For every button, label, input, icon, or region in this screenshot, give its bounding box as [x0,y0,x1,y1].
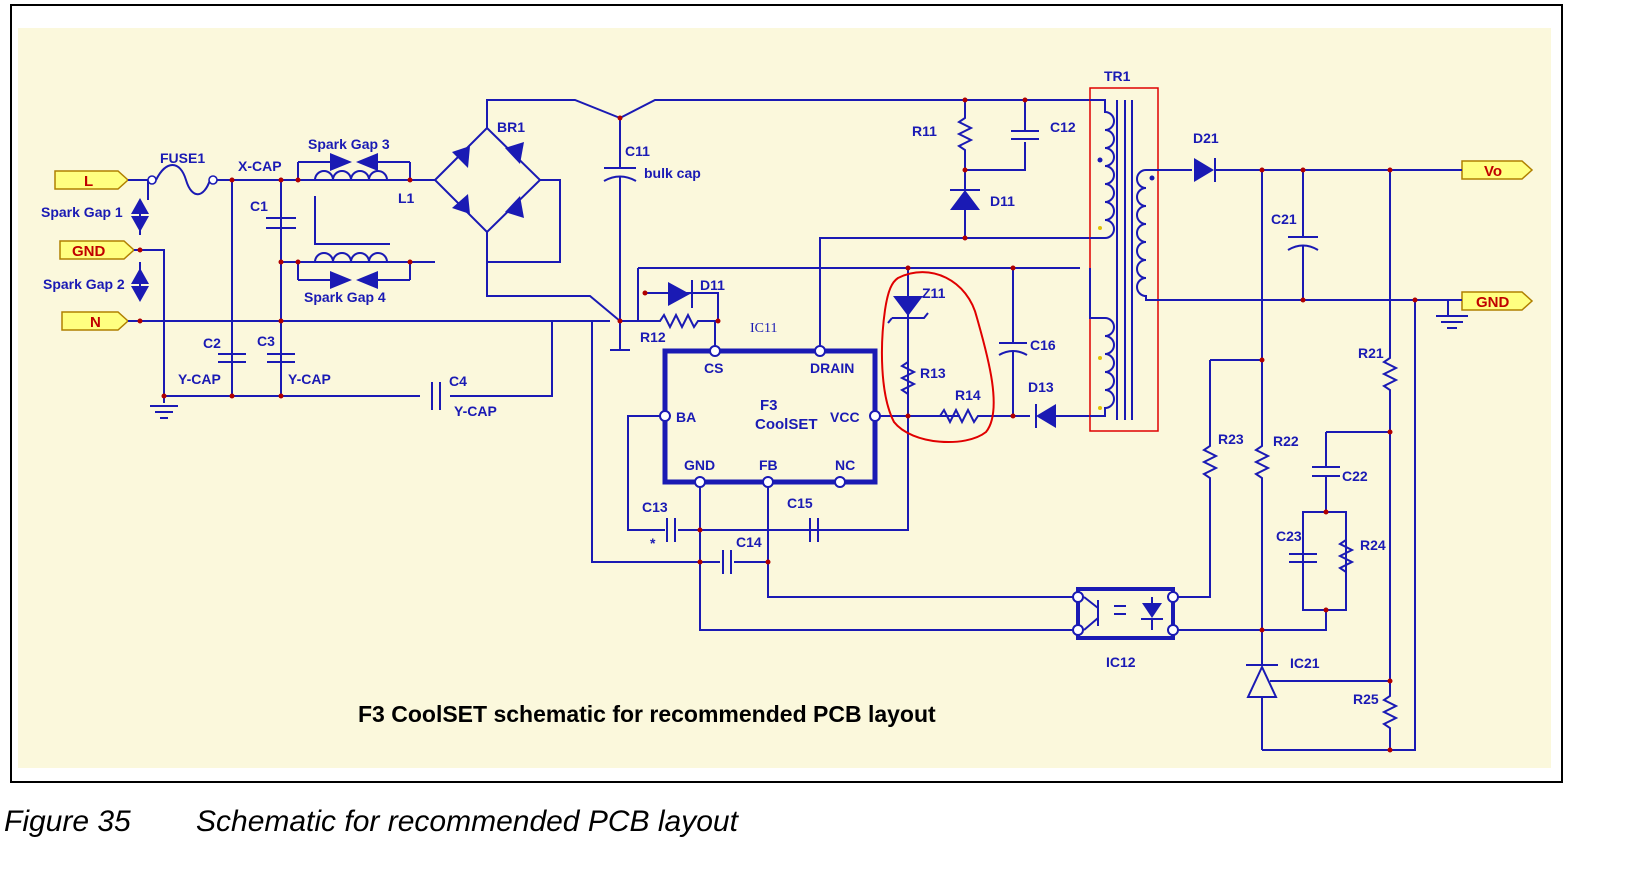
d21-label: D21 [1193,130,1219,146]
svg-text:GND: GND [72,243,106,260]
r14-label: R14 [955,387,981,403]
schematic-background [18,28,1551,768]
figure-caption-text: Schematic for recommended PCB layout [196,805,738,838]
capacitor-c15 [809,518,819,542]
c13-label: C13 [642,499,668,515]
capacitor-c2 [218,353,246,363]
r21-label: R21 [1358,345,1384,361]
c12-label: C12 [1050,119,1076,135]
d13-label: D13 [1028,379,1054,395]
br1-label: BR1 [497,119,525,135]
vcc-supply [887,268,1090,428]
xcap-label: X-CAP [238,158,282,174]
spark-gap-3-label: Spark Gap 3 [308,136,390,152]
ic-coolset [659,237,1090,488]
r24-label: R24 [1360,537,1386,553]
bulk-cap-label: bulk cap [644,165,701,181]
c21-label: C21 [1271,211,1297,227]
spark-gap-4 [297,262,411,289]
capacitor-c4 [431,382,441,410]
asterisk-label: * [650,535,656,551]
ic-name-line1: F3 [760,397,778,414]
pin-ba: BA [676,409,696,425]
spark-gap-1-label: Spark Gap 1 [41,204,123,220]
fuse1-label: FUSE1 [160,150,205,166]
r13-label: R13 [920,365,946,381]
spark-gap-2 [131,268,149,302]
highlight-loop [880,271,995,443]
svg-text:Vo: Vo [1484,163,1502,180]
resistor-r12 [620,312,718,330]
c16-label: C16 [1030,337,1056,353]
svg-text:GND: GND [1476,294,1510,311]
c14-label: C14 [736,534,762,550]
optocoupler-ic12 [1072,587,1179,640]
port-vo: Vo [1461,160,1534,180]
pin-cs: CS [704,360,723,376]
r25-label: R25 [1353,691,1379,707]
pin-gnd: GND [684,457,715,473]
port-n: N [61,311,130,331]
pin-nc: NC [835,457,855,473]
port-l: L [54,170,130,190]
l1-label: L1 [398,190,415,206]
junction-dots [137,97,1418,753]
input-wires [128,179,610,403]
figure-caption: Figure 35 Schematic for recommended PCB l… [4,805,738,839]
spark-gap-3 [297,153,411,180]
port-gnd-left: GND [59,240,136,260]
bridge-rectifier-br1 [433,99,621,322]
c23-label: C23 [1276,528,1302,544]
ic-lower-wires [591,268,1078,631]
ic-name-line2: CoolSET [755,416,818,433]
capacitor-c13 [666,518,676,542]
z11-label: Z11 [922,285,946,301]
capacitor-c3 [267,353,295,363]
ycap-label-3: Y-CAP [454,403,497,419]
r12-label: R12 [640,329,666,345]
d11-top-label: D11 [700,277,725,293]
schematic-title: F3 CoolSET schematic for recommended PCB… [358,701,936,727]
pin-vcc: VCC [830,409,860,425]
c3-label: C3 [257,333,275,349]
c22-label: C22 [1342,468,1368,484]
secondary-output [1155,158,1468,329]
diode-d11-top [637,267,1080,321]
ground-symbol-left [150,405,178,419]
spark-gap-1 [131,198,149,232]
ic11-label: IC11 [750,321,777,336]
c4-label: C4 [449,373,467,389]
c15-label: C15 [787,495,813,511]
spark-gap-2-label: Spark Gap 2 [43,276,125,292]
capacitor-c14 [722,550,732,574]
schematic-diagram: L GND N Vo GND Spark Gap 1 [10,4,1563,783]
transformer-tr1 [1089,87,1160,432]
r11-label: R11 [912,123,937,139]
spark-gap-4-label: Spark Gap 4 [304,289,386,305]
capacitor-c1 [266,217,296,229]
ic12-label: IC12 [1106,654,1136,670]
c2-label: C2 [203,335,221,351]
inductor-l1 [314,170,388,263]
r22-label: R22 [1273,433,1299,449]
pin-fb: FB [759,457,778,473]
tr1-label: TR1 [1104,68,1131,84]
port-gnd-right: GND [1461,291,1534,311]
c1-label: C1 [250,198,268,214]
svg-text:N: N [90,314,101,331]
ic21-label: IC21 [1290,655,1320,671]
svg-text:L: L [84,173,93,190]
c11-label: C11 [625,143,650,159]
ycap-label-2: Y-CAP [288,371,331,387]
snubber [950,100,1039,238]
r23-label: R23 [1218,431,1244,447]
feedback-network [1173,170,1416,751]
fuse1 [147,164,218,196]
pin-drain: DRAIN [810,360,854,376]
d11-right-label: D11 [990,193,1015,209]
ycap-label-1: Y-CAP [178,371,221,387]
figure-number: Figure 35 [4,805,131,838]
